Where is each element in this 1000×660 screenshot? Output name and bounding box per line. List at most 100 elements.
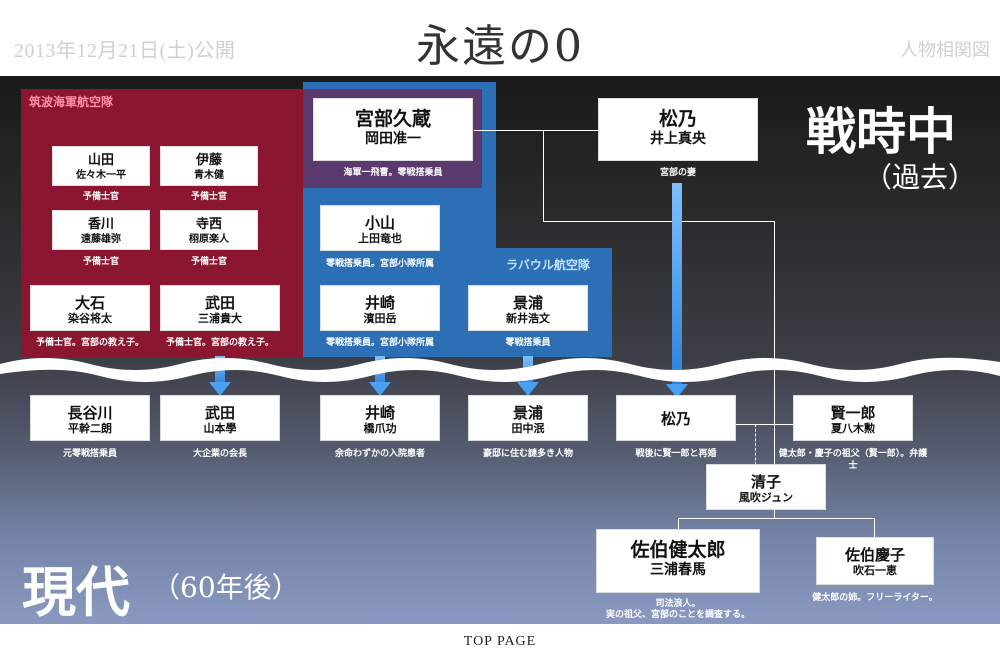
note-kentaro-2: 実の祖父、宮部のことを調査する。 <box>605 610 750 620</box>
card-actor: 山本學 <box>203 422 237 435</box>
connector-drop <box>543 130 544 222</box>
card-yamada[interactable]: 山田 佐々木一平 <box>52 146 150 186</box>
card-role: 松乃 <box>660 410 691 428</box>
card-kenichiro[interactable]: 賢一郎 夏八木勲 <box>793 395 913 441</box>
note-matsuno-past: 宮部の妻 <box>659 168 696 178</box>
card-oishi[interactable]: 大石 染谷将太 <box>30 285 150 331</box>
connector-horizontal <box>543 221 775 222</box>
card-keiko[interactable]: 佐伯慶子 吹石一恵 <box>816 537 934 585</box>
connector-kentaro <box>678 518 679 532</box>
era-past-sublabel: （過去） <box>864 161 977 194</box>
correlation-chart-link[interactable]: 人物相関図 <box>900 40 990 61</box>
card-role: 山田 <box>87 153 114 168</box>
note-kagawa: 予備士官 <box>82 257 119 267</box>
card-teranishi[interactable]: 寺西 栩原楽人 <box>160 210 258 250</box>
card-role: 武田 <box>204 404 235 422</box>
rabaul-group-label: ラバウル航空隊 <box>506 258 590 272</box>
note-kenichiro: 健太郎・慶子の祖父（賢一郎）。弁護士 <box>778 449 928 471</box>
era-divider-wave <box>0 357 1000 382</box>
card-takeda-present[interactable]: 武田 山本學 <box>160 395 280 441</box>
card-kageura-past[interactable]: 景浦 新井浩文 <box>468 285 588 331</box>
note-kageura-past: 零戦搭乗員 <box>505 338 551 348</box>
card-actor: 風吹ジュン <box>738 491 794 504</box>
card-actor: 青木健 <box>194 170 224 181</box>
note-kageura-present: 豪邸に住む謎多き人物 <box>482 449 573 459</box>
card-role: 武田 <box>204 294 235 312</box>
card-actor: 三浦春馬 <box>650 562 706 578</box>
card-miyabe[interactable]: 宮部久蔵 岡田准一 <box>313 98 473 161</box>
card-role: 伊藤 <box>195 153 222 168</box>
card-role: 佐伯慶子 <box>844 546 905 564</box>
card-actor: 夏八木勲 <box>831 422 875 435</box>
note-izaki-present: 余命わずかの入院患者 <box>334 449 425 459</box>
connector-kiyoko-down <box>774 508 775 518</box>
card-actor: 新井浩文 <box>506 312 550 325</box>
header: 2013年12月21日(土)公開 永遠の0 人物相関図 <box>0 0 1000 76</box>
note-matsuno-present: 戦後に賢一郎と再婚 <box>635 449 717 459</box>
card-role: 井崎 <box>364 404 395 422</box>
card-role: 寺西 <box>195 217 222 232</box>
matsuno-arrow-head <box>666 384 688 398</box>
connector-matsuno-kenichiro <box>735 424 793 425</box>
card-kiyoko[interactable]: 清子 風吹ジュン <box>706 464 826 510</box>
note-takeda-past: 予備士官。宮部の教え子。 <box>165 338 274 348</box>
card-role: 大石 <box>74 294 105 312</box>
card-role: 景浦 <box>512 294 543 312</box>
card-role: 松乃 <box>658 108 697 130</box>
card-role: 井崎 <box>364 294 395 312</box>
card-role: 賢一郎 <box>830 404 876 422</box>
card-actor: 橋爪功 <box>363 422 397 435</box>
connector-miyabe-matsuno <box>474 130 600 131</box>
connector-dashed-kiyoko <box>755 424 756 470</box>
card-actor: 佐々木一平 <box>76 170 126 181</box>
card-actor: 三浦貴大 <box>198 312 242 325</box>
release-date: 2013年12月21日(土)公開 <box>14 40 236 62</box>
card-role: 小山 <box>364 214 395 232</box>
card-actor: 岡田准一 <box>365 131 421 147</box>
note-kentaro-1: 司法浪人。 <box>655 599 701 609</box>
card-koyama[interactable]: 小山 上田竜也 <box>320 205 440 251</box>
note-takeda-present: 大企業の会長 <box>192 449 247 459</box>
card-role: 佐伯健太郎 <box>630 539 726 561</box>
card-izaki-present[interactable]: 井崎 橋爪功 <box>320 395 440 441</box>
note-izaki-past: 零戦搭乗員。宮部小隊所属 <box>325 338 434 348</box>
kageura-arrow-head <box>517 382 539 396</box>
card-role: 宮部久蔵 <box>354 108 431 130</box>
era-present-sublabel: （60年後） <box>152 571 300 604</box>
note-yamada: 予備士官 <box>82 192 119 202</box>
card-actor: 平幹二朗 <box>68 422 112 435</box>
card-role: 香川 <box>87 217 114 232</box>
connector-keiko <box>874 518 875 538</box>
footer: TOP PAGE <box>0 624 1000 660</box>
card-actor: 吹石一恵 <box>853 564 897 577</box>
top-page-link[interactable]: TOP PAGE <box>463 634 537 649</box>
card-kentaro[interactable]: 佐伯健太郎 三浦春馬 <box>596 529 760 593</box>
takeda-arrow-head <box>209 382 231 396</box>
card-matsuno-present[interactable]: 松乃 <box>616 395 736 441</box>
era-present-label: 現代 <box>22 560 130 624</box>
card-kageura-present[interactable]: 景浦 田中泯 <box>468 395 588 441</box>
card-hasegawa[interactable]: 長谷川 平幹二朗 <box>30 395 150 441</box>
card-matsuno-past[interactable]: 松乃 井上真央 <box>598 98 758 161</box>
card-role: 景浦 <box>512 404 543 422</box>
connector-children <box>678 518 874 519</box>
card-actor: 栩原楽人 <box>189 234 229 245</box>
note-koyama: 零戦搭乗員。宮部小隊所属 <box>325 259 434 269</box>
card-actor: 濱田岳 <box>363 312 397 325</box>
card-takeda-past[interactable]: 武田 三浦貴大 <box>160 285 280 331</box>
connector-to-kiyoko <box>774 221 775 471</box>
card-role: 長谷川 <box>67 404 113 422</box>
page-title: 永遠の0 <box>416 21 584 72</box>
note-miyabe: 海軍一飛曹。零戦搭乗員 <box>343 168 443 178</box>
note-hasegawa: 元零戦搭乗員 <box>62 449 117 459</box>
card-role: 清子 <box>750 473 781 491</box>
card-actor: 上田竜也 <box>358 232 402 245</box>
card-actor: 井上真央 <box>650 131 706 147</box>
note-oishi: 予備士官。宮部の教え子。 <box>35 338 144 348</box>
era-past-label: 戦時中 <box>806 102 956 161</box>
tsukuba-group-label: 筑波海軍航空隊 <box>29 95 114 109</box>
card-ito[interactable]: 伊藤 青木健 <box>160 146 258 186</box>
card-kagawa[interactable]: 香川 遠藤雄弥 <box>52 210 150 250</box>
card-izaki-past[interactable]: 井崎 濱田岳 <box>320 285 440 331</box>
matsuno-arrow-shaft <box>672 183 682 388</box>
